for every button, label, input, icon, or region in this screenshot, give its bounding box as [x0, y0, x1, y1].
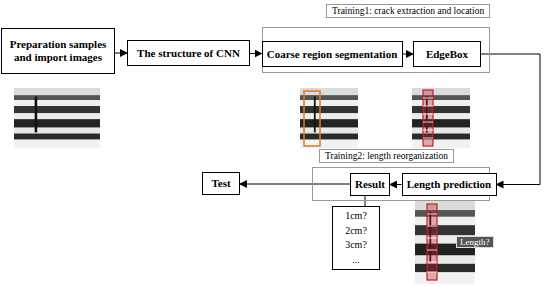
process-box: Test [202, 172, 240, 195]
ultrasound-image [300, 88, 358, 148]
flow-arrow [403, 54, 414, 55]
length-marker [427, 204, 437, 280]
list-item: ... [352, 253, 360, 268]
process-box: Length prediction [402, 173, 497, 196]
list-item: 1cm? [345, 209, 367, 224]
flow-arrow [481, 54, 540, 185]
box-label: Result [355, 178, 385, 191]
flow-arrow [250, 53, 262, 54]
box-label: Length prediction [407, 178, 491, 191]
box-label: Test [211, 177, 230, 190]
region-marker [304, 91, 320, 146]
flow-arrow [390, 184, 402, 185]
process-box: Result [350, 173, 390, 196]
group-region: Training1: crack extraction and location… [262, 27, 490, 73]
group-heading: Training2: length reorganization [319, 149, 454, 163]
box-label: EdgeBox [426, 48, 468, 61]
image-label: Length? [456, 236, 494, 248]
flow-arrow [240, 184, 350, 185]
edgebox-marker [423, 90, 433, 146]
group-region: Training2: length reorganizationResultLe… [312, 167, 490, 201]
box-label: Preparation samples and import images [2, 38, 114, 63]
flow-arrow [365, 196, 366, 206]
process-box: Coarse region segmentation [262, 41, 403, 67]
flow-arrow [115, 53, 127, 54]
process-box: The structure of CNN [127, 40, 250, 66]
list-item: 3cm? [345, 238, 367, 253]
box-label: Coarse region segmentation [267, 48, 398, 61]
list-item: 2cm? [345, 224, 367, 239]
group-heading: Training1: crack extraction and location [326, 4, 490, 18]
process-box: EdgeBox [413, 41, 481, 67]
result-list: 1cm?2cm?3cm?... [332, 206, 380, 270]
ultrasound-image [14, 88, 100, 148]
ultrasound-image [412, 88, 470, 148]
process-box: Preparation samples and import images [1, 28, 115, 74]
box-label: The structure of CNN [137, 47, 240, 60]
